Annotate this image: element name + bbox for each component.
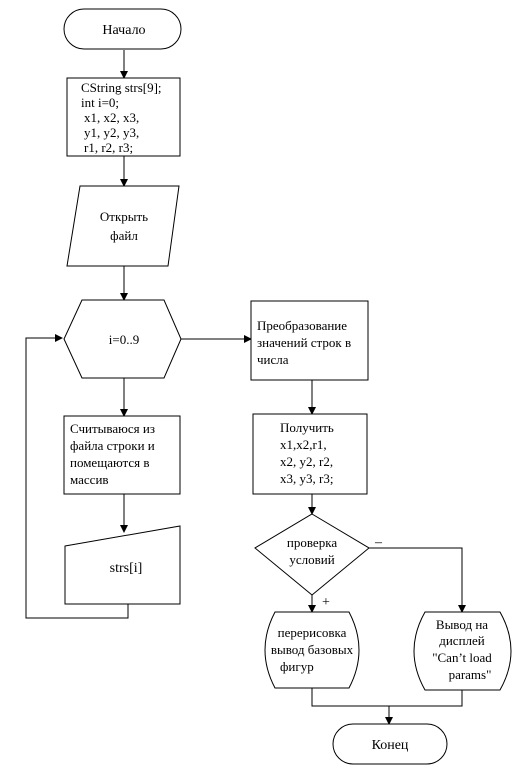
init-line-4: y1, y2, y3, — [84, 125, 139, 140]
end-label: Конец — [372, 738, 409, 753]
read-line-2: файла строки и — [70, 438, 155, 453]
redraw-line-1: перерисовка — [278, 625, 347, 640]
minus-label: – — [374, 535, 383, 550]
loop-hexagon: i=0..9 — [63, 299, 182, 379]
connectors — [25, 50, 466, 725]
display-line-4: params" — [449, 667, 492, 682]
arrow-loop-back — [25, 334, 129, 619]
open-file-line-1: Открыть — [100, 209, 148, 224]
redraw-line-2: вывод базовых — [271, 642, 354, 657]
start-label: Начало — [102, 23, 145, 38]
get-line-3: x2, y2, r2, — [280, 454, 333, 469]
get-line-4: x3, y3, r3; — [280, 471, 333, 486]
open-file-io: Открыть файл — [66, 185, 180, 267]
check-line-1: проверка — [287, 535, 337, 550]
read-line-4: массив — [70, 472, 109, 487]
check-line-2: условий — [289, 552, 334, 567]
display-line-3: "Can’t load — [432, 650, 492, 665]
init-line-3: x1, x2, x3, — [84, 110, 139, 125]
merge-line — [311, 688, 463, 707]
arrow-check-display — [369, 547, 466, 613]
init-line-1: CString strs[9]; — [81, 80, 162, 95]
get-line-1: Получить — [280, 420, 334, 435]
convert-line-1: Преобразование — [257, 318, 347, 333]
display-line-2: дисплей — [439, 633, 485, 648]
manual-input: strs[i] — [64, 525, 181, 605]
get-process: Получить x1,x2,r1, x2, y2, r2, x3, y3, r… — [252, 413, 368, 495]
init-line-5: r1, r2, r3; — [84, 140, 133, 155]
end-terminator: Конец — [332, 723, 448, 765]
init-process: CString strs[9]; int i=0; x1, x2, x3, y1… — [66, 77, 181, 157]
loop-label: i=0..9 — [109, 332, 139, 347]
get-line-2: x1,x2,r1, — [280, 437, 327, 452]
check-decision: проверка условий — [254, 513, 370, 596]
convert-process: Преобразование значений строк в числа — [250, 300, 369, 381]
read-line-3: помещаются в — [70, 455, 150, 470]
read-line-1: Считываюся из — [70, 421, 155, 436]
read-process: Считываюся из файла строки и помещаются … — [63, 415, 181, 495]
display-output: Вывод на дисплей "Can’t load params" — [413, 611, 512, 691]
start-terminator: Начало — [63, 8, 182, 50]
init-line-2: int i=0; — [81, 95, 119, 110]
convert-line-2: значений строк в — [257, 335, 351, 350]
display-line-1: Вывод на — [436, 617, 488, 632]
plus-label: + — [322, 595, 330, 610]
redraw-line-3: фигур — [280, 659, 314, 674]
open-file-line-2: файл — [110, 228, 138, 243]
convert-line-3: числа — [257, 352, 289, 367]
redraw-output: перерисовка вывод базовых фигур — [264, 611, 360, 689]
manual-input-label: strs[i] — [110, 561, 143, 576]
